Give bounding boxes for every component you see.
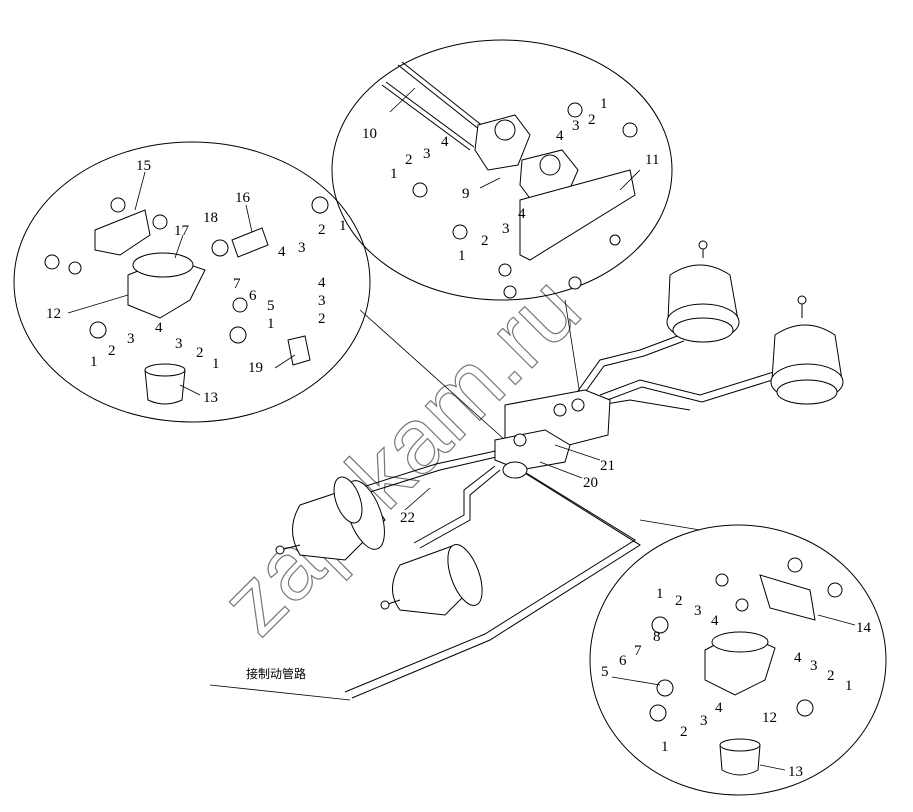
brake-chamber-front-2: [380, 544, 483, 616]
callout-right-4b: 4: [794, 650, 802, 666]
callout-left-1a: 1: [90, 354, 98, 370]
leader-top: [564, 299, 581, 396]
main-callouts: 21 20 22: [400, 444, 615, 526]
callout-right-2c: 2: [680, 724, 688, 740]
callout-top-3c: 3: [502, 221, 510, 237]
callout-left-3b: 3: [298, 240, 306, 256]
callout-right-8: 8: [653, 629, 661, 645]
callout-left-16: 16: [235, 190, 251, 206]
callout-top-1b: 1: [390, 166, 398, 182]
callout-left-4c: 4: [318, 275, 326, 291]
callout-left-4a: 4: [155, 320, 163, 336]
left-detail-callouts: 15 16 17 18 12 7 6 5 4 3 2 1 1 2 3 4 3 2…: [46, 158, 347, 406]
callout-22: 22: [400, 510, 415, 526]
callout-right-3b: 3: [810, 658, 818, 674]
callout-top-4c: 4: [518, 206, 526, 222]
callout-right-6: 6: [619, 653, 627, 669]
brake-pipes: [209, 334, 783, 701]
detail-circle-right: [589, 524, 887, 796]
callout-top-10: 10: [362, 126, 377, 142]
top-detail-parts: [381, 61, 638, 299]
callout-top-2a: 2: [588, 112, 596, 128]
callout-left-2a: 2: [108, 343, 116, 359]
callout-right-3a: 3: [694, 603, 702, 619]
callout-top-4a: 4: [556, 128, 564, 144]
callout-left-6: 6: [249, 288, 257, 304]
detail-circle-top: [331, 39, 673, 301]
callout-right-7: 7: [634, 643, 642, 659]
callout-top-1c: 1: [458, 248, 466, 264]
callout-right-14: 14: [856, 620, 872, 636]
callout-left-3c: 3: [175, 336, 183, 352]
callout-left-3a: 3: [127, 331, 135, 347]
callout-right-12: 12: [762, 710, 777, 726]
callout-top-3b: 3: [423, 146, 431, 162]
callout-left-1b: 1: [339, 218, 347, 234]
brake-chamber-front-1: [275, 476, 386, 561]
brake-chamber-rear-right-2: [770, 295, 844, 405]
callout-left-4b: 4: [278, 244, 286, 260]
callout-left-12: 12: [46, 306, 61, 322]
callout-left-17: 17: [174, 223, 190, 239]
callout-left-2c: 2: [196, 345, 204, 361]
callout-right-1b: 1: [845, 678, 853, 694]
callout-right-2a: 2: [675, 593, 683, 609]
callout-left-13: 13: [203, 390, 218, 406]
callout-left-2b: 2: [318, 222, 326, 238]
callout-top-1a: 1: [600, 96, 608, 112]
callout-top-2c: 2: [481, 233, 489, 249]
callout-top-2b: 2: [405, 152, 413, 168]
callout-left-5: 5: [267, 298, 275, 314]
callout-top-4b: 4: [441, 134, 449, 150]
right-detail-parts: [649, 557, 843, 776]
callout-top-9: 9: [462, 186, 470, 202]
callout-right-3c: 3: [700, 713, 708, 729]
main-valve-block: [494, 389, 611, 479]
callout-left-3d: 3: [318, 293, 326, 309]
brake-chamber-rear-right-1: [666, 240, 740, 343]
callout-right-4a: 4: [711, 613, 719, 629]
detail-circle-left: [13, 141, 371, 423]
callout-20: 20: [583, 475, 598, 491]
callout-right-13: 13: [788, 764, 803, 780]
callout-left-2d: 2: [318, 311, 326, 327]
callout-left-18: 18: [203, 210, 218, 226]
callout-right-1c: 1: [661, 739, 669, 755]
leader-left: [359, 309, 506, 441]
callout-left-7: 7: [233, 276, 241, 292]
callout-top-11: 11: [645, 152, 659, 168]
right-detail-callouts: 1 2 3 4 14 8 7 6 5 4 3 2 1 12 1 2 3 4 13: [601, 586, 872, 780]
callout-left-1d: 1: [267, 316, 275, 332]
callout-top-3a: 3: [572, 118, 580, 134]
callout-left-1c: 1: [212, 356, 220, 372]
top-detail-callouts: 10 9 1 2 3 4 1 2 3 4 1 2 3 4 11: [362, 87, 659, 264]
callout-right-2b: 2: [827, 668, 835, 684]
callout-21: 21: [600, 458, 615, 474]
callout-left-15: 15: [136, 158, 151, 174]
callout-right-5: 5: [601, 664, 609, 680]
callout-right-4c: 4: [715, 700, 723, 716]
callout-left-19: 19: [248, 360, 263, 376]
pipe-label: 接制动管路: [246, 666, 306, 681]
callout-right-1a: 1: [656, 586, 664, 602]
leader-right: [639, 519, 701, 531]
